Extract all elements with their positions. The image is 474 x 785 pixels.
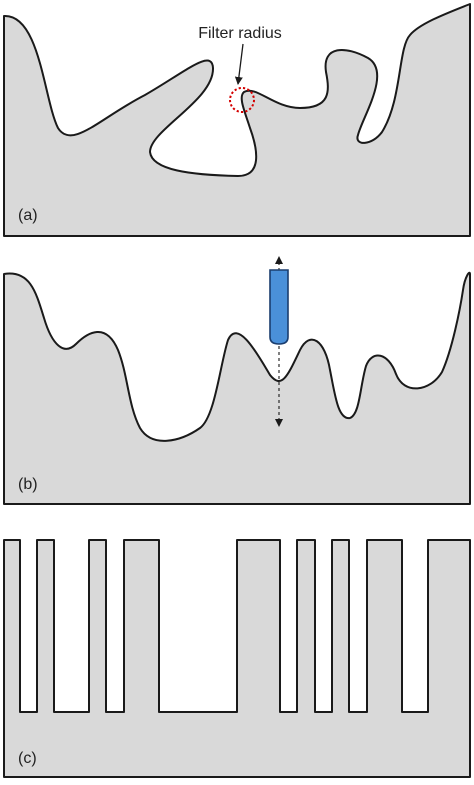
- panel-label-a: (a): [18, 207, 38, 224]
- panel-a-surface: [3, 3, 471, 237]
- panel-b-surface: [3, 271, 471, 505]
- probe-tip: [269, 269, 289, 345]
- panel-label-b: (b): [18, 476, 38, 493]
- panel-a: Filter radius (a): [3, 3, 471, 237]
- filter-radius-arrow: [234, 43, 244, 85]
- scan-arrow-down-icon: [275, 419, 283, 427]
- filter-radius-label: Filter radius: [198, 25, 282, 42]
- filter-radius-circle: [229, 87, 255, 113]
- panel-c-surface: [3, 539, 471, 778]
- scan-arrow-up-icon: [275, 256, 283, 264]
- panel-label-c: (c): [18, 750, 37, 767]
- panel-c: (c): [3, 539, 471, 778]
- panel-b: (b): [3, 256, 471, 505]
